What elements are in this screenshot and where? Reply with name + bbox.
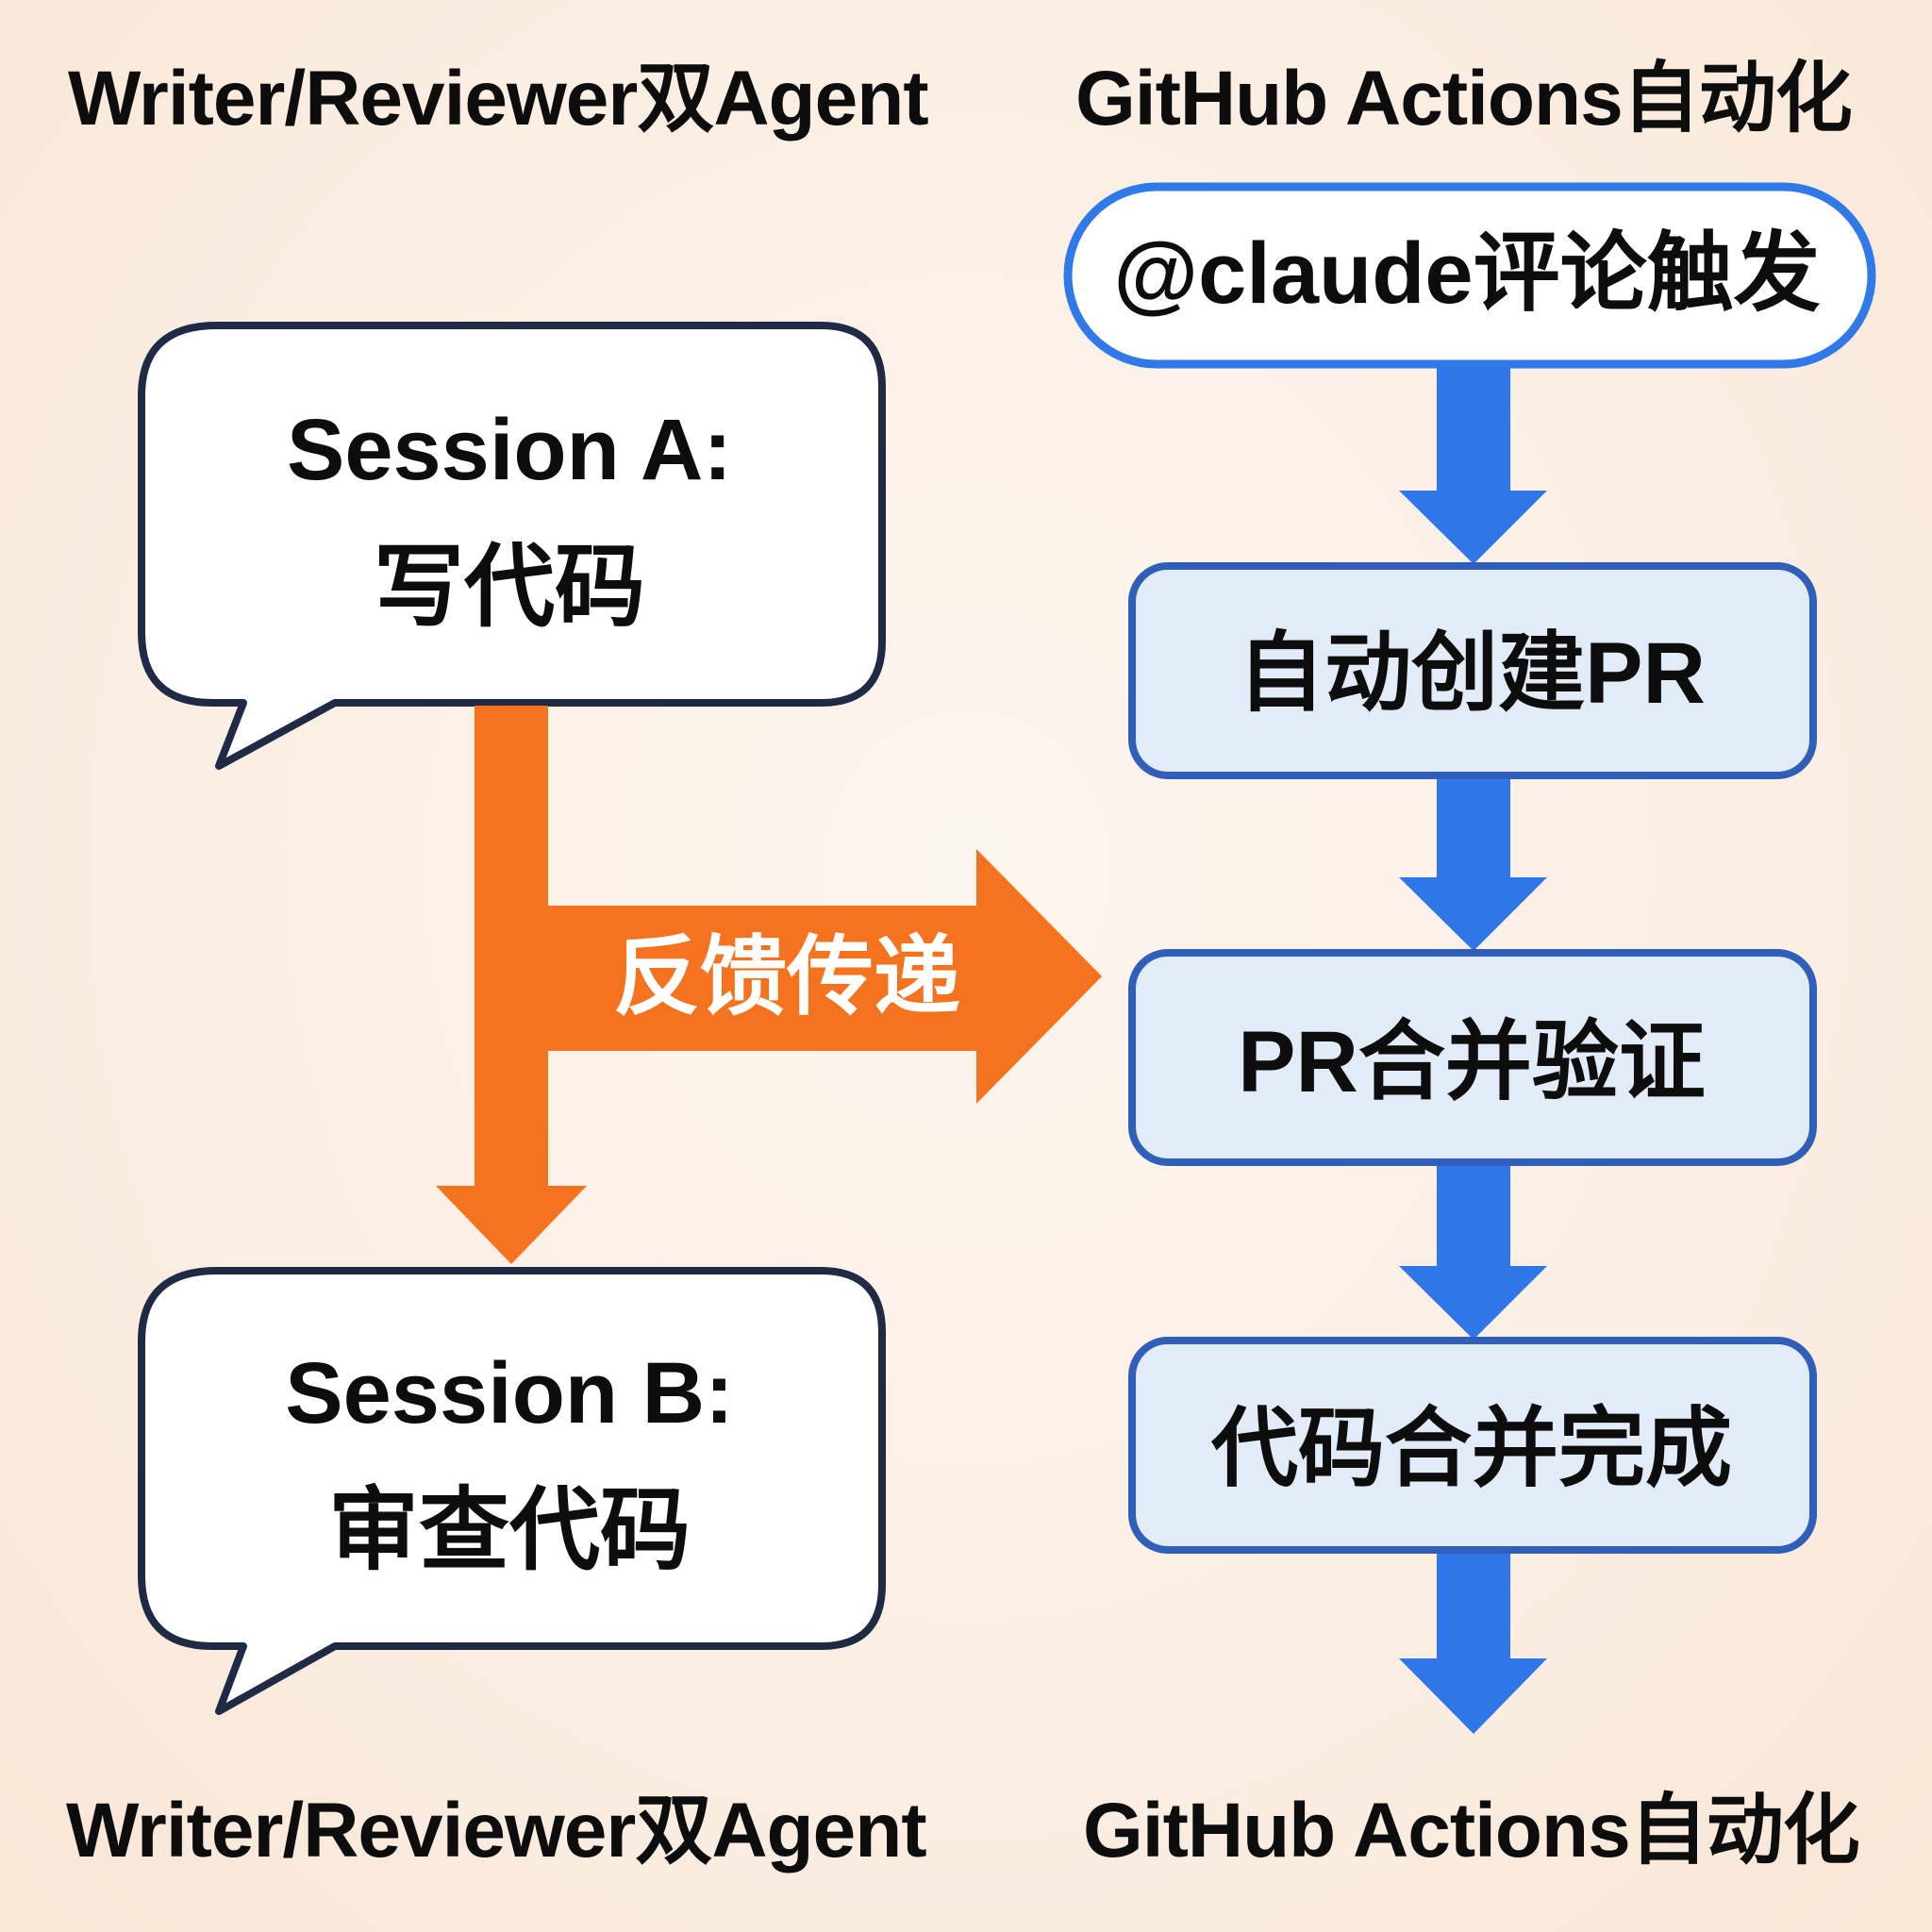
blue-arrow-1-shaft [1437,366,1510,493]
session-b-title: Session B: [285,1345,734,1441]
session-a-task: 写代码 [374,537,645,638]
trigger-label: @claude评论触发 [1113,225,1821,322]
github-actions-heading-top: GitHub Actions自动化 [1075,56,1853,142]
trigger-pill [1063,182,1876,369]
github-actions-heading-bottom: GitHub Actions自动化 [1083,1788,1860,1874]
writer-reviewer-heading-bottom: Writer/Reviewer双Agent [66,1788,927,1874]
session-a-text: Session A: 写代码 [142,396,877,644]
blue-arrow-4-shaft [1437,1550,1510,1661]
blue-flow-arrows [1399,366,1547,1734]
session-b-text: Session B: 审查代码 [142,1340,877,1588]
session-b-task: 审查代码 [328,1480,691,1581]
feedback-arrow [436,706,1102,1264]
session-a-title: Session A: [286,402,733,498]
step-2-label: PR合并验证 [1238,1014,1706,1110]
orange-vertical-shaft [475,706,548,1189]
feedback-label: 反馈传递 [613,929,961,1025]
orange-right-arrowhead-icon [976,849,1102,1104]
step-box-3 [1128,1337,1817,1554]
session-b-bubble [138,1267,886,1715]
orange-horizontal-shaft [547,906,977,1051]
step-3-label: 代码合并完成 [1210,1401,1732,1497]
blue-arrow-4-head-icon [1399,1658,1547,1734]
blue-arrow-3-head-icon [1399,1266,1547,1340]
step-1-label: 自动创建PR [1238,625,1706,722]
blue-arrow-2-shaft [1437,775,1510,879]
session-a-bubble [138,322,886,770]
blue-arrow-3-shaft [1437,1162,1510,1268]
blue-arrow-2-head-icon [1399,877,1547,951]
writer-reviewer-heading-top: Writer/Reviewer双Agent [68,56,929,142]
step-box-1 [1128,562,1817,779]
blue-arrow-1-head-icon [1399,491,1547,564]
step-box-2 [1128,949,1817,1166]
orange-down-arrowhead-icon [436,1186,587,1264]
